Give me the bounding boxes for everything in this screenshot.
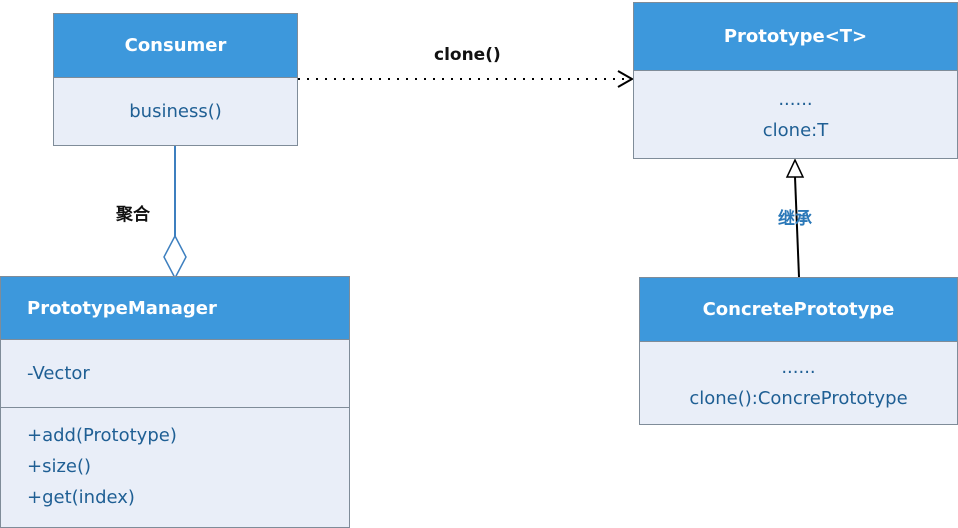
prototype-class-title: Prototype<T>	[634, 3, 957, 71]
consumer-methods-section: business()	[54, 78, 297, 145]
consumer-class[interactable]: Consumer business()	[53, 13, 298, 146]
aggregation-label: 聚合	[116, 205, 150, 225]
inheritance-triangle-icon	[785, 158, 805, 178]
prototype-member: clone:T	[762, 119, 829, 141]
consumer-method: business()	[129, 101, 222, 122]
prototype-manager-method: +size()	[27, 456, 92, 477]
concrete-prototype-member: clone():ConcrePrototype	[689, 388, 908, 409]
dependency-arrowhead-icon	[617, 70, 635, 88]
prototype-manager-method: +add(Prototype)	[27, 425, 177, 446]
concrete-prototype-class-title: ConcretePrototype	[640, 278, 957, 342]
prototype-class[interactable]: Prototype<T> ...... clone:T	[633, 2, 958, 159]
concrete-prototype-class[interactable]: ConcretePrototype ...... clone():ConcreP…	[639, 277, 958, 425]
consumer-class-title: Consumer	[54, 14, 297, 78]
prototype-manager-class[interactable]: PrototypeManager -Vector +add(Prototype)…	[0, 276, 350, 528]
concrete-prototype-member: ......	[781, 357, 816, 378]
aggregation-diamond-icon	[163, 234, 187, 280]
prototype-manager-fields-section: -Vector	[1, 340, 349, 407]
prototype-manager-method: +get(index)	[27, 487, 135, 508]
prototype-manager-field: -Vector	[27, 363, 90, 384]
dependency-label: clone()	[434, 45, 501, 65]
inheritance-line	[794, 176, 800, 278]
concrete-prototype-members-section: ...... clone():ConcrePrototype	[640, 342, 957, 424]
prototype-members-section: ...... clone:T	[634, 71, 957, 158]
prototype-manager-class-title: PrototypeManager	[1, 277, 349, 340]
inheritance-label: 继承	[778, 209, 812, 229]
prototype-member: ......	[778, 88, 813, 110]
prototype-manager-methods-section: +add(Prototype) +size() +get(index)	[1, 407, 349, 527]
